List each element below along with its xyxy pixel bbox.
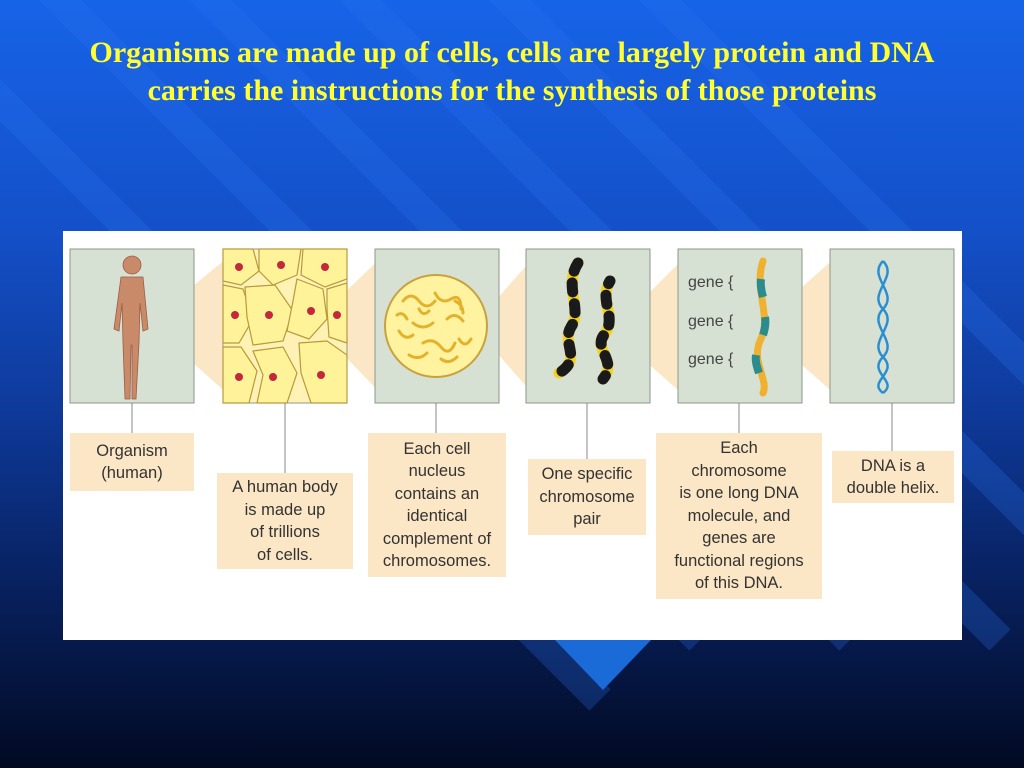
down-arrow-decoration (555, 640, 651, 690)
label-cells: A human body is made up of trillions of … (217, 473, 353, 569)
gene-label: gene { (688, 351, 734, 368)
nucleus-icon (384, 274, 488, 378)
zoom-funnel (313, 249, 390, 403)
label-nucleus: Each cell nucleus contains an identical … (368, 433, 506, 577)
label-chromosome: Each chromosome is one long DNA molecule… (656, 433, 822, 599)
slide-title: Organisms are made up of cells, cells ar… (89, 36, 935, 107)
hierarchy-diagram (69, 248, 955, 473)
biology-hierarchy-figure: gene { gene { gene { Organism (human) A … (63, 231, 962, 640)
dna-helix-icon (877, 260, 889, 394)
panel-chromosome-pair (525, 248, 651, 404)
chromosome-squiggles (395, 291, 473, 364)
panel-chromosome (677, 248, 803, 404)
human-figure-icon (113, 255, 149, 400)
zoom-funnel (611, 249, 693, 403)
chromosome-pair-icon (553, 257, 616, 385)
label-dna: DNA is a double helix. (832, 451, 954, 503)
gene-label: gene { (688, 313, 734, 330)
gene-label: gene { (688, 274, 734, 291)
cells-illustration (222, 248, 348, 404)
gene-regions (751, 278, 770, 375)
cell-nuclei (231, 261, 341, 381)
label-chromosome-pair: One specific chromosome pair (528, 459, 646, 535)
label-organism: Organism (human) (70, 433, 194, 491)
panel-dna (829, 248, 955, 404)
zoom-funnel (473, 249, 541, 403)
